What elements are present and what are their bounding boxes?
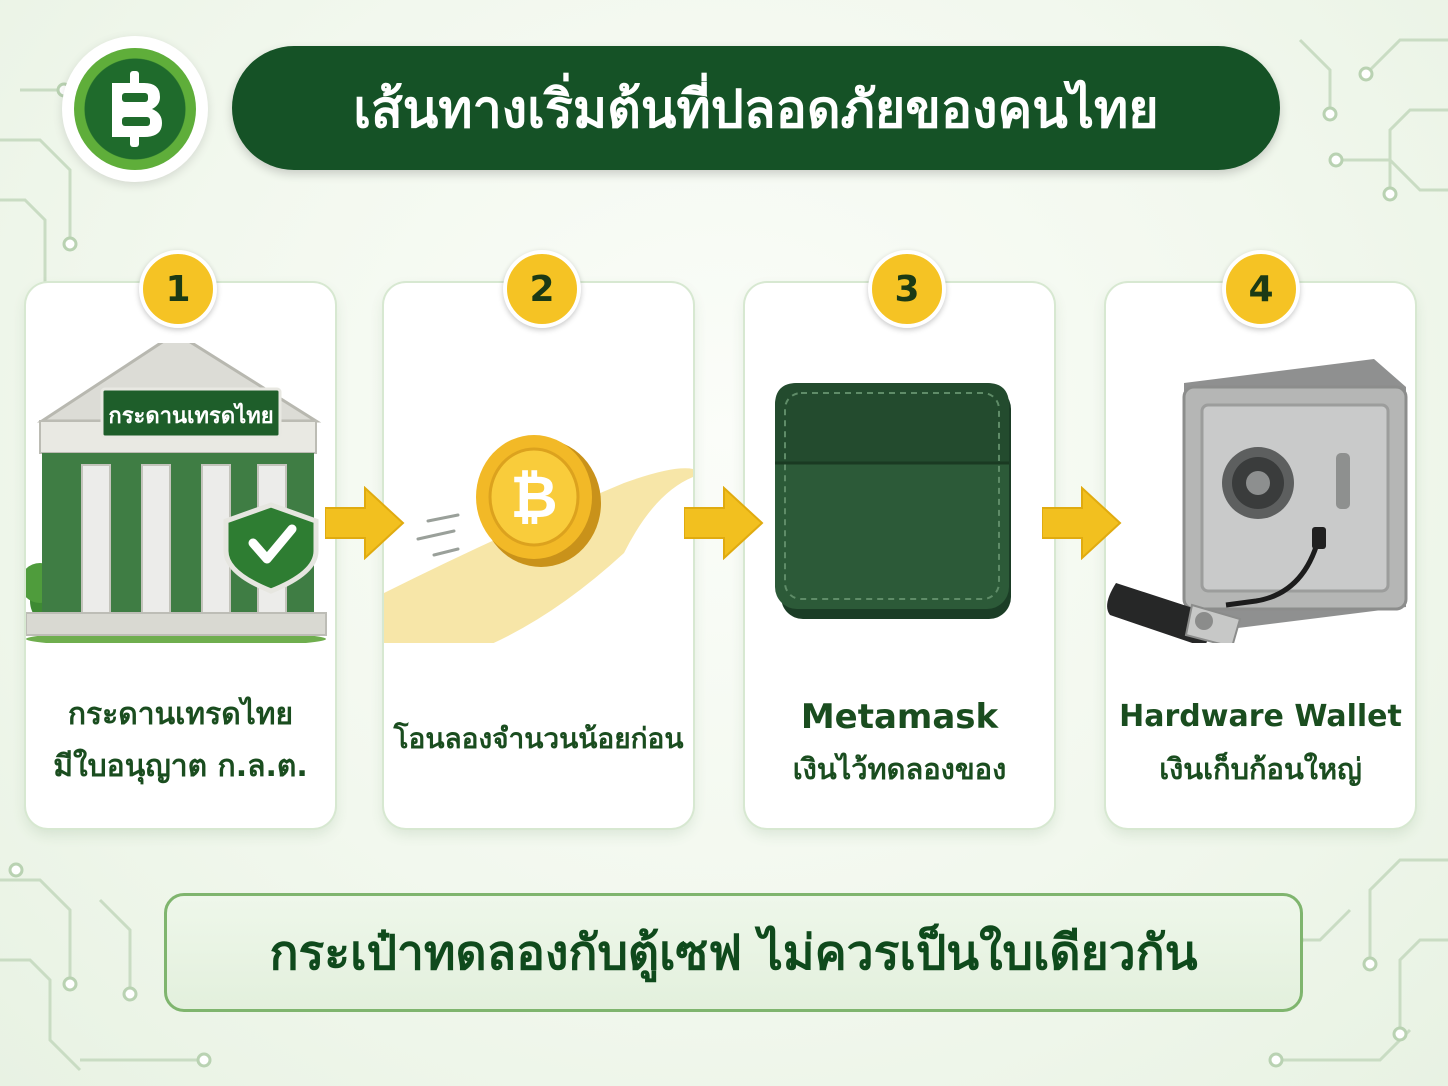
step-3-line1: Metamask — [800, 697, 999, 737]
step-2-badge: 2 — [503, 250, 581, 328]
step-3-card: Metamask เงินไว้ทดลองของ — [745, 283, 1054, 828]
step-2-line1: โอนลองจำนวนน้อยก่อน — [393, 722, 684, 755]
bottom-message: กระเป๋าทดลองกับตู้เซฟ ไม่ควรเป็นใบเดียวก… — [164, 893, 1303, 1012]
step-3-line2: เงินไว้ทดลองของ — [792, 752, 1007, 786]
shield-check-icon — [248, 524, 297, 564]
exchange-sign: กระดานเทรดไทย — [108, 402, 273, 429]
wallet-icon — [775, 383, 1011, 619]
step-2-card: ₿ โอนลองจำนวนน้อยก่อน — [384, 283, 693, 828]
step-1-badge: 1 — [139, 250, 217, 328]
arrow-right-icon — [1042, 486, 1122, 560]
step-1-line2: มีใบอนุญาต ก.ล.ต. — [53, 749, 308, 784]
page-title: เส้นทางเริ่มต้นที่ปลอดภัยของคนไทย — [232, 46, 1280, 170]
safe-icon — [1107, 359, 1408, 643]
bitcoin-coin-icon: ₿ — [384, 435, 693, 643]
arrow-right-icon — [684, 486, 764, 560]
usb-hardware-wallet-icon — [1107, 583, 1242, 643]
baht-logo — [62, 36, 208, 182]
step-1-line1: กระดานเทรดไทย — [67, 697, 294, 732]
step-3-badge: 3 — [868, 250, 946, 328]
step-4-line1: Hardware Wallet — [1119, 699, 1402, 734]
bank-building-icon: กระดานเทรดไทย — [26, 343, 327, 643]
arrow-right-icon — [325, 486, 405, 560]
step-4-line2: เงินเก็บก้อนใหญ่ — [1159, 752, 1362, 786]
baht-logo-icon — [112, 71, 162, 147]
step-4-card: Hardware Wallet เงินเก็บก้อนใหญ่ — [1106, 283, 1415, 828]
step-4-badge: 4 — [1222, 250, 1300, 328]
svg-text:₿: ₿ — [510, 463, 557, 531]
step-1-card: กระดานเทรดไทย กระดานเทรดไทย มีใบอนุญาต ก… — [26, 283, 335, 828]
